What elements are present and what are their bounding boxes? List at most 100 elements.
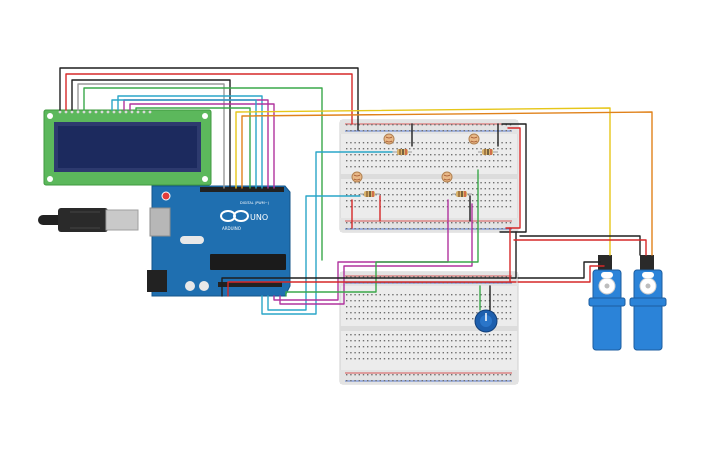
breadboard-hole	[430, 124, 432, 126]
lcd-16x2[interactable]	[43, 109, 212, 186]
wire-magenta-ldr[interactable]	[273, 199, 449, 301]
wire-cyan-ldr[interactable]	[261, 151, 393, 315]
breadboard-hole	[350, 334, 352, 336]
breadboard-hole	[459, 130, 461, 132]
breadboard-hole	[358, 182, 360, 184]
breadboard-hole	[459, 206, 461, 208]
breadboard-hole	[404, 334, 407, 336]
ldr-4[interactable]	[441, 171, 453, 183]
wire-yellow-servo[interactable]	[235, 107, 611, 256]
breadboard-hole	[484, 148, 486, 150]
breadboard-hole	[451, 142, 453, 144]
breadboard-hole	[371, 346, 373, 348]
wire-green-lcd-2[interactable]	[135, 107, 251, 189]
wire-black-ground[interactable]	[221, 277, 517, 297]
breadboard-hole	[404, 160, 407, 162]
ldr-1[interactable]	[383, 133, 395, 145]
wire-black-servo-2[interactable]	[517, 261, 601, 279]
breadboard-hole	[367, 374, 369, 376]
breadboard-hole	[488, 194, 491, 196]
breadboard-hole	[375, 200, 377, 202]
breadboard-hole	[371, 380, 373, 382]
breadboard-hole	[396, 142, 398, 144]
wire-black-lcd-2[interactable]	[71, 79, 231, 189]
breadboard-hole	[488, 222, 491, 224]
resistor-3[interactable]	[360, 191, 380, 197]
resistor-1[interactable]	[392, 149, 412, 155]
breadboard-hole	[459, 358, 461, 360]
breadboard-hole	[488, 346, 491, 348]
wire-red-servo-2[interactable]	[517, 265, 605, 283]
breadboard-hole	[430, 306, 432, 308]
breadboard-hole	[404, 294, 407, 296]
wire-red-power[interactable]	[227, 281, 517, 297]
breadboard-hole	[467, 148, 470, 150]
ldr-2[interactable]	[468, 133, 480, 145]
breadboard-hole	[392, 334, 394, 336]
breadboard-hole	[463, 318, 465, 320]
breadboard-hole	[484, 352, 486, 354]
wire-cyan-lcd[interactable]	[117, 95, 263, 189]
breadboard-hole	[350, 130, 352, 132]
resistor-2[interactable]	[478, 149, 498, 155]
breadboard-hole	[346, 352, 348, 354]
breadboard-hole	[451, 194, 453, 196]
resistor-4[interactable]	[452, 191, 472, 197]
breadboard-hole	[451, 154, 453, 156]
wire-green-lcd[interactable]	[83, 87, 323, 261]
breadboard-hole	[367, 148, 369, 150]
breadboard-hole	[346, 154, 348, 156]
wire-red-rail[interactable]	[505, 127, 521, 229]
breadboard-hole	[400, 312, 402, 314]
breadboard-hole	[392, 228, 394, 230]
potentiometer[interactable]	[474, 309, 498, 333]
wire-green-pot[interactable]	[285, 169, 479, 297]
servo-2[interactable]	[629, 255, 667, 351]
usb-cable[interactable]	[38, 208, 139, 232]
breadboard-upper[interactable]	[339, 119, 519, 233]
breadboard-hole	[404, 340, 407, 342]
breadboard-hole	[497, 374, 499, 376]
wire-cyan-ldr-2[interactable]	[267, 195, 361, 311]
wire-black-servo-1[interactable]	[519, 235, 641, 256]
breadboard-hole	[509, 154, 512, 156]
breadboard-hole	[409, 312, 411, 314]
wire-cyan-lcd-2[interactable]	[111, 99, 257, 189]
wire-black-lcd[interactable]	[59, 67, 359, 131]
breadboard-hole	[430, 160, 432, 162]
breadboard-hole	[438, 294, 440, 296]
breadboard-hole	[430, 166, 432, 168]
wire-red-lcd[interactable]	[65, 73, 353, 125]
breadboard-hole	[438, 194, 440, 196]
breadboard-hole	[455, 318, 457, 320]
wire-magenta-lcd-2[interactable]	[129, 103, 275, 189]
breadboard-hole	[476, 312, 478, 314]
breadboard-hole	[509, 352, 512, 354]
breadboard-hole	[501, 182, 503, 184]
breadboard-hole	[354, 300, 356, 302]
breadboard-hole	[375, 206, 377, 208]
wire-magenta-ldr-2[interactable]	[279, 203, 473, 305]
breadboard-hole	[346, 206, 348, 208]
wire-gray-lcd[interactable]	[77, 83, 225, 189]
breadboard-hole	[455, 306, 457, 308]
arduino-uno[interactable]: UNO ARDUINO DIGITAL (PWM~)	[147, 185, 291, 297]
wire-black-rail[interactable]	[499, 123, 527, 233]
servo-1[interactable]	[588, 255, 626, 351]
breadboard-hole	[430, 346, 432, 348]
breadboard-hole	[409, 124, 411, 126]
breadboard-hole	[455, 182, 457, 184]
lcd-pin	[106, 110, 110, 114]
breadboard-hole	[383, 300, 386, 302]
breadboard-hole	[434, 318, 436, 320]
ldr-3[interactable]	[351, 171, 363, 183]
breadboard-hole	[488, 142, 491, 144]
wire-orange-servo[interactable]	[241, 111, 653, 256]
wire-red-servo-1[interactable]	[513, 239, 647, 256]
breadboard-hole	[455, 124, 457, 126]
breadboard-hole	[488, 130, 491, 132]
breadboard-hole	[493, 358, 495, 360]
breadboard-hole	[459, 182, 461, 184]
breadboard-hole	[463, 154, 465, 156]
breadboard-hole	[350, 312, 352, 314]
